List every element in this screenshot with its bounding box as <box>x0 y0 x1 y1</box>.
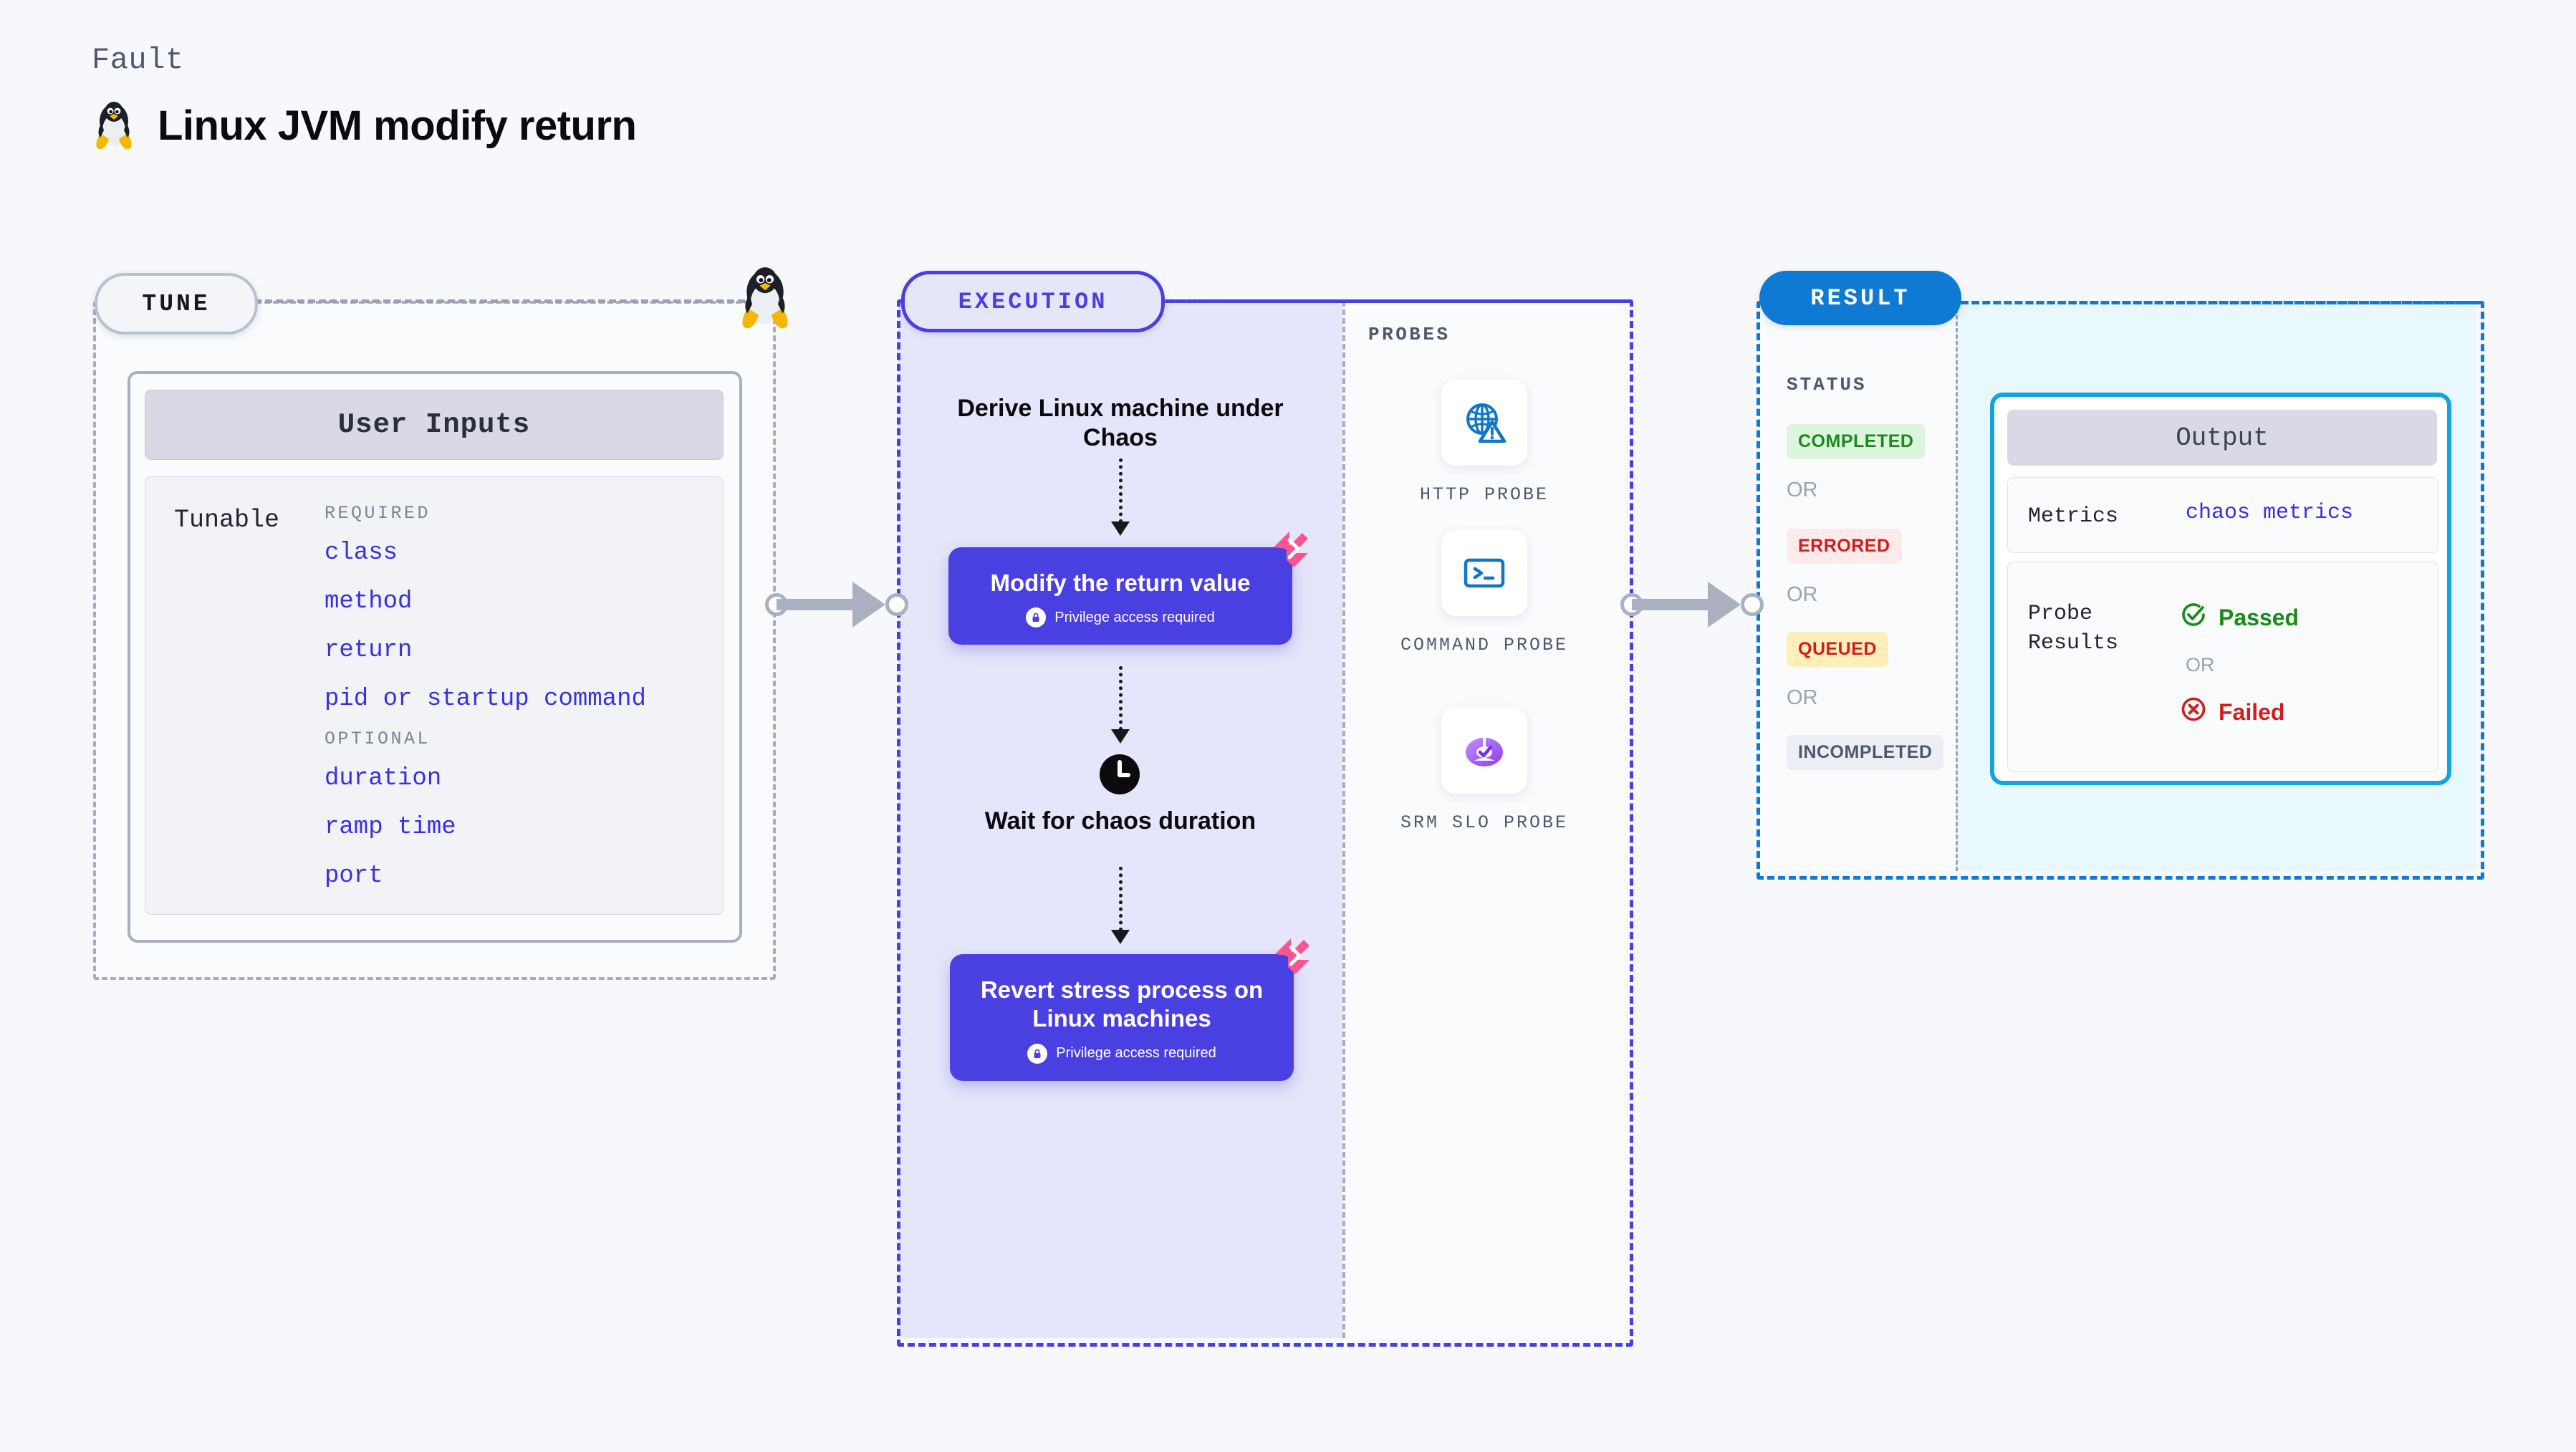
group-label-optional: OPTIONAL <box>325 729 431 749</box>
probes-divider <box>1342 301 1345 1338</box>
privilege-text: Privilege access required <box>1056 1045 1216 1061</box>
privilege-text: Privilege access required <box>1054 609 1215 625</box>
tunable-panel: Tunable REQUIRED class method return pid… <box>145 476 724 915</box>
clock-icon <box>1097 752 1142 797</box>
status-or-1: OR <box>1787 479 1818 501</box>
result-status-background <box>1758 302 1956 871</box>
result-top-dash <box>1961 301 2477 304</box>
probe-label: COMMAND PROBE <box>1400 635 1569 655</box>
flow-step-title: Modify the return value <box>990 569 1251 596</box>
flow-step-revert-stress[interactable]: Revert stress process on Linux machines … <box>950 938 1309 1081</box>
metrics-row: Metrics chaos metrics <box>2007 477 2438 553</box>
tunable-item[interactable]: port <box>325 862 383 890</box>
slo-donut-check-icon <box>1441 708 1527 794</box>
probe-http[interactable]: HTTP PROBE <box>1391 380 1577 509</box>
result-badge[interactable]: RESULT <box>1759 271 1961 325</box>
privilege-note: Privilege access required <box>967 1043 1277 1064</box>
tunable-label: Tunable <box>174 506 280 534</box>
privilege-note: Privilege access required <box>966 607 1275 628</box>
tux-penguin-border-icon <box>736 264 794 332</box>
tux-penguin-icon <box>92 99 136 152</box>
probe-command[interactable]: COMMAND PROBE <box>1391 530 1577 659</box>
connector-tune-to-execution <box>765 580 908 629</box>
lock-icon <box>1027 1043 1048 1064</box>
probe-result-failed: Failed <box>2180 696 2284 729</box>
probe-result-passed-label: Passed <box>2219 604 2299 630</box>
tunable-item[interactable]: class <box>325 539 398 567</box>
user-inputs-card: User Inputs Tunable REQUIRED class metho… <box>128 371 742 943</box>
fault-title-row: Linux JVM modify return <box>92 99 637 152</box>
probe-srm-slo[interactable]: SRM SLO PROBE <box>1391 708 1577 837</box>
execution-badge[interactable]: EXECUTION <box>901 271 1165 332</box>
execution-top-dash <box>1158 299 1628 303</box>
user-inputs-title: User Inputs <box>145 390 724 460</box>
flow-arrow-1 <box>1119 458 1123 523</box>
probe-results-label: Probe Results <box>2028 602 2119 655</box>
metrics-label: Metrics <box>2028 504 2119 529</box>
flow-arrow-1-head <box>1111 521 1130 536</box>
output-card: Output Metrics chaos metrics Probe Resul… <box>1990 393 2451 785</box>
probes-title: PROBES <box>1368 324 1451 345</box>
flow-arrow-2-head <box>1111 729 1130 744</box>
terminal-icon <box>1441 530 1527 616</box>
check-circle-icon <box>2180 601 2207 634</box>
group-label-required: REQUIRED <box>325 503 431 524</box>
execution-flow: Derive Linux machine under Chaos Modify … <box>898 301 1342 1338</box>
flow-arrow-3 <box>1119 867 1123 931</box>
flow-step-title: Revert stress process on Linux machines <box>980 976 1264 1032</box>
probe-label: HTTP PROBE <box>1419 484 1549 505</box>
page-header: Fault Linux JVM modify return <box>92 43 637 152</box>
status-or-3: OR <box>1787 686 1818 709</box>
result-divider <box>1956 302 1958 871</box>
probe-result-passed: Passed <box>2180 601 2299 634</box>
lock-icon <box>1026 607 1047 628</box>
tunable-item[interactable]: return <box>325 637 413 664</box>
flow-step-wait-duration: Wait for chaos duration <box>984 807 1256 835</box>
probe-result-failed-label: Failed <box>2219 698 2285 725</box>
page-title: Linux JVM modify return <box>158 102 637 149</box>
status-or-2: OR <box>1787 583 1818 606</box>
flow-arrow-2 <box>1119 666 1123 731</box>
harness-logo-icon <box>1269 934 1314 979</box>
output-title: Output <box>2007 410 2437 466</box>
probe-result-or: OR <box>2186 654 2215 675</box>
probes-background <box>1342 301 1625 1338</box>
tune-badge[interactable]: TUNE <box>95 273 258 335</box>
status-badge-incompleted: INCOMPLETED <box>1787 735 1944 770</box>
probe-results-row: Probe Results Passed OR Failed <box>2007 562 2438 772</box>
tunable-item[interactable]: ramp time <box>325 814 456 841</box>
x-circle-icon <box>2180 696 2207 729</box>
status-badge-errored: ERRORED <box>1787 529 1902 564</box>
globe-warning-icon <box>1441 380 1527 466</box>
status-badge-queued: QUEUED <box>1787 632 1888 667</box>
tune-top-dash <box>254 299 756 303</box>
flow-step-modify-return-value[interactable]: Modify the return value Privilege access… <box>948 532 1308 645</box>
metrics-value[interactable]: chaos metrics <box>2186 501 2354 525</box>
fault-kicker: Fault <box>92 43 184 77</box>
status-title: STATUS <box>1787 374 1867 395</box>
tunable-item[interactable]: duration <box>325 765 442 792</box>
tunable-item[interactable]: method <box>325 588 413 615</box>
probe-label: SRM SLO PROBE <box>1400 812 1569 833</box>
flow-step-derive-machine: Derive Linux machine under Chaos <box>957 395 1284 452</box>
harness-logo-icon <box>1268 527 1312 572</box>
tunable-list: REQUIRED class method return pid or star… <box>325 503 711 911</box>
flow-arrow-3-head <box>1111 930 1130 944</box>
tunable-item[interactable]: pid or startup command <box>325 686 646 713</box>
status-badge-completed: COMPLETED <box>1787 424 1926 459</box>
connector-execution-to-result <box>1620 580 1764 629</box>
